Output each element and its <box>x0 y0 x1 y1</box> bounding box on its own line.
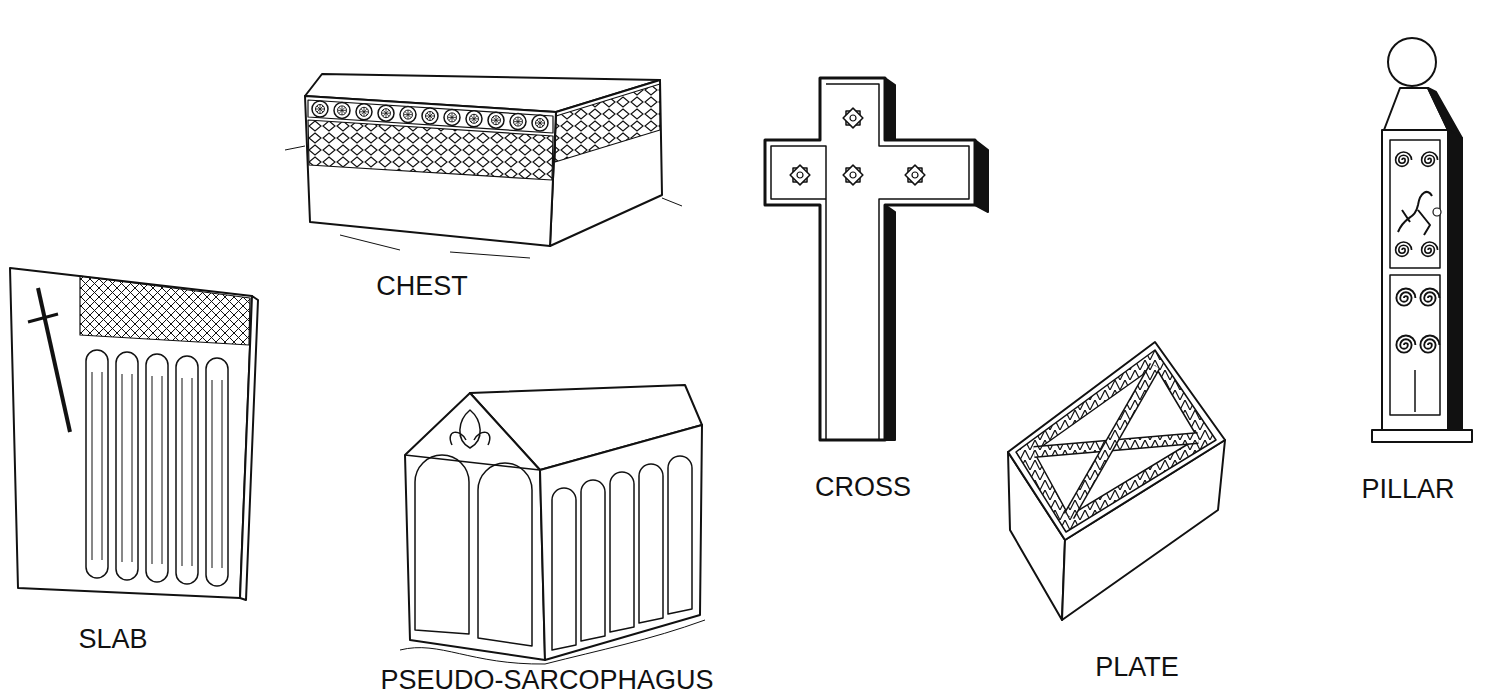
figure-label: PILLAR <box>1361 475 1454 505</box>
figure-label: PLATE <box>1095 653 1179 683</box>
slab-drawing <box>10 268 258 600</box>
plate-drawing <box>1008 342 1225 620</box>
chest-drawing <box>285 74 682 258</box>
figure-label: PSEUDO-SARCOPHAGUS <box>380 666 713 696</box>
figure-label: CROSS <box>815 473 911 503</box>
figure-label: SLAB <box>78 625 147 655</box>
figure-label: CHEST <box>376 272 468 302</box>
cross-drawing <box>765 78 988 440</box>
pseudo-sarcophagus-drawing <box>400 385 705 664</box>
pillar-drawing <box>1372 38 1472 442</box>
